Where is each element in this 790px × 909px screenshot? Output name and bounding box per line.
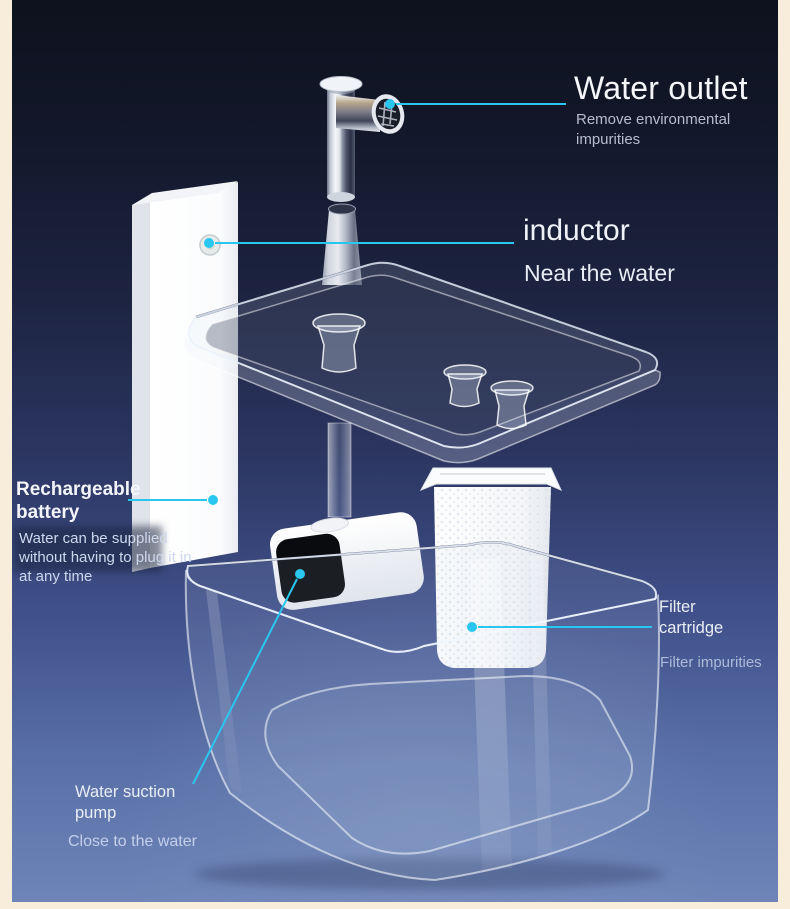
frame-bottom-strip bbox=[0, 902, 790, 909]
water-outlet-label: Water outlet bbox=[574, 70, 748, 106]
filter-sublabel: Filter impurities bbox=[660, 654, 762, 671]
tray-nub bbox=[312, 313, 534, 430]
frame-right-strip bbox=[778, 0, 790, 909]
inductor-label: inductor bbox=[523, 214, 630, 247]
battery-label-backdrop bbox=[14, 526, 162, 572]
riser-tube bbox=[322, 203, 362, 285]
pump-sublabel: Close to the water bbox=[68, 833, 197, 850]
frame-left-strip bbox=[0, 0, 12, 909]
water-tank bbox=[184, 541, 665, 890]
filter-callout bbox=[467, 622, 652, 632]
inductor-callout bbox=[204, 238, 514, 248]
pump-callout bbox=[192, 569, 305, 785]
battery-callout bbox=[128, 495, 218, 505]
rechargeable-battery-tower bbox=[132, 181, 238, 572]
filter-label: Filter cartridge bbox=[659, 598, 724, 638]
water-outlet-callout bbox=[385, 99, 566, 109]
water-outlet-sublabel: Remove environmental impurities bbox=[576, 111, 731, 148]
battery-sublabel: Water can be supplied without having to … bbox=[19, 530, 192, 585]
battery-label: Rechargeable battery bbox=[16, 479, 141, 524]
pump-label: Water suction pump bbox=[75, 783, 176, 823]
chrome-faucet bbox=[319, 76, 405, 202]
upper-tray bbox=[183, 261, 661, 518]
inductor-sublabel: Near the water bbox=[524, 260, 675, 286]
